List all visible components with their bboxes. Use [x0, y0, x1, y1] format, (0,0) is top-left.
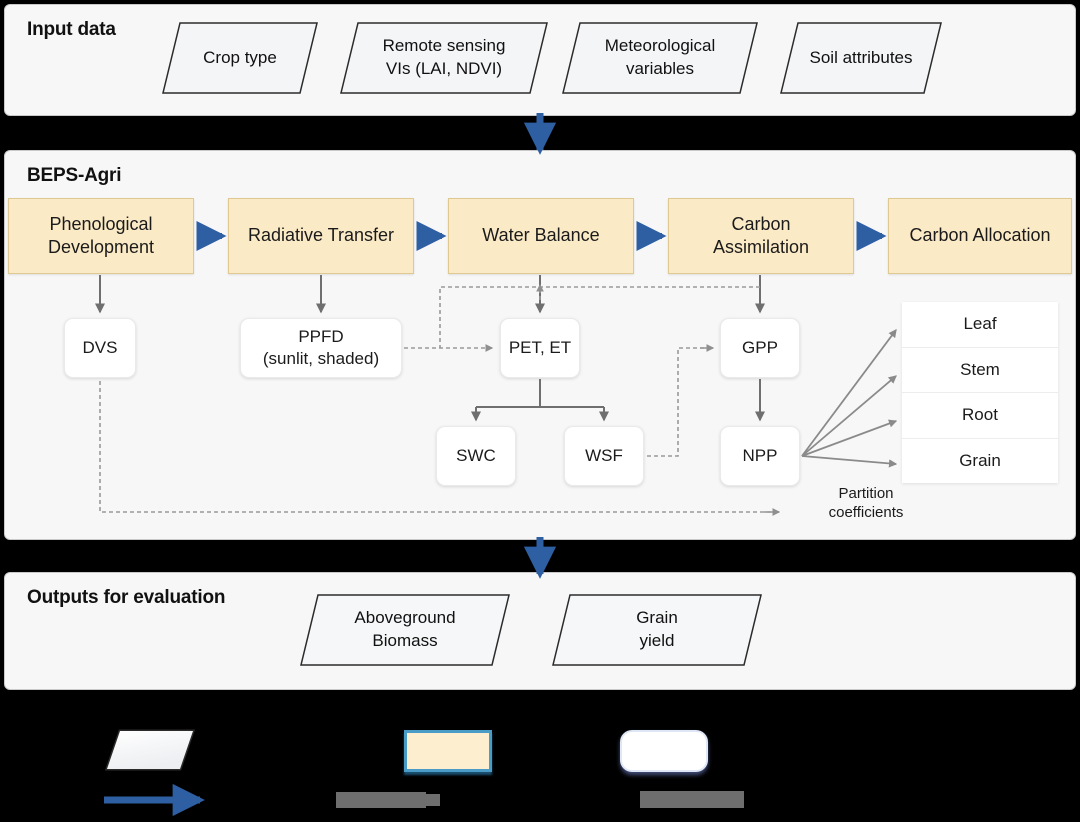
- process-radiative-transfer-line1: Radiative Transfer: [247, 225, 395, 246]
- partition-row-grain: Grain: [902, 438, 1058, 483]
- outputs-panel: Outputs for evaluation: [4, 572, 1076, 690]
- legend-data-shape: [104, 728, 196, 772]
- variable-wsf: WSF: [564, 426, 644, 486]
- legend-gray-label-bar: [640, 791, 744, 808]
- input-meteorological-line1: Meteorological: [604, 36, 716, 56]
- partition-coefficients-annotation: Partition coefficients: [796, 484, 936, 522]
- input-remote-sensing-line1: Remote sensing: [382, 36, 506, 56]
- variable-ppfd-line2: (sunlit, shaded): [262, 349, 380, 368]
- legend-process-shape: [404, 730, 492, 772]
- process-phenological-development: Phenological Development: [8, 198, 194, 274]
- variable-npp-line1: NPP: [742, 445, 778, 465]
- process-carbon-assimilation: Carbon Assimilation: [668, 198, 854, 274]
- process-phenological-development-line1: Phenological: [49, 213, 153, 234]
- variable-ppfd: PPFD (sunlit, shaded): [240, 318, 402, 378]
- partition-coefficients-line2: coefficients: [828, 504, 904, 522]
- input-remote-sensing: Remote sensing VIs (LAI, NDVI): [340, 22, 548, 94]
- variable-dvs: DVS: [64, 318, 136, 378]
- input-soil-attributes: Soil attributes: [780, 22, 942, 94]
- input-meteorological-label: Meteorological variables: [562, 22, 758, 94]
- output-aboveground-biomass: Aboveground Biomass: [300, 594, 510, 666]
- process-carbon-allocation: Carbon Allocation: [888, 198, 1072, 274]
- input-soil-attributes-label: Soil attributes: [809, 47, 913, 67]
- legend-variable-shape: [620, 730, 708, 772]
- process-carbon-assimilation-line2: Assimilation: [712, 237, 810, 257]
- variable-wsf-line1: WSF: [585, 445, 623, 465]
- output-grain-yield-line1: Grain: [636, 608, 678, 628]
- variable-swc: SWC: [436, 426, 516, 486]
- partition-row-root: Root: [902, 393, 1058, 439]
- process-carbon-assimilation-line1: Carbon: [731, 213, 791, 234]
- legend-dashed-line-label-bar-2: [336, 794, 440, 806]
- variable-dvs-line1: DVS: [82, 337, 118, 357]
- partition-row-stem: Stem: [902, 347, 1058, 393]
- input-remote-sensing-line2: VIs (LAI, NDVI): [385, 59, 503, 78]
- beps-agri-title: BEPS-Agri: [27, 165, 122, 186]
- partition-coefficients-line1: Partition: [838, 485, 894, 502]
- input-data-title: Input data: [27, 19, 116, 40]
- variable-npp: NPP: [720, 426, 800, 486]
- output-grain-yield-label: Grain yield: [552, 594, 762, 666]
- variable-gpp: GPP: [720, 318, 800, 378]
- variable-pet-et-line1: PET, ET: [508, 337, 572, 357]
- variable-pet-et: PET, ET: [500, 318, 580, 378]
- partition-row-leaf: Leaf: [902, 302, 1058, 348]
- outputs-title: Outputs for evaluation: [27, 587, 226, 608]
- input-meteorological: Meteorological variables: [562, 22, 758, 94]
- variable-swc-line1: SWC: [456, 445, 496, 465]
- input-remote-sensing-label: Remote sensing VIs (LAI, NDVI): [340, 22, 548, 94]
- process-water-balance-line1: Water Balance: [482, 225, 600, 246]
- output-aboveground-biomass-label: Aboveground Biomass: [300, 594, 510, 666]
- output-grain-yield-line2: yield: [639, 631, 675, 650]
- input-meteorological-line2: variables: [625, 59, 695, 78]
- process-carbon-allocation-line1: Carbon Allocation: [909, 225, 1051, 246]
- variable-ppfd-line1: PPFD: [298, 326, 344, 346]
- process-phenological-development-line2: Development: [47, 237, 155, 257]
- output-grain-yield: Grain yield: [552, 594, 762, 666]
- partition-target-table: Leaf Stem Root Grain: [902, 302, 1058, 483]
- process-water-balance: Water Balance: [448, 198, 634, 274]
- variable-gpp-line1: GPP: [742, 337, 778, 357]
- output-aboveground-biomass-line1: Aboveground: [354, 608, 456, 628]
- process-radiative-transfer: Radiative Transfer: [228, 198, 414, 274]
- input-crop-type: Crop type: [162, 22, 318, 94]
- input-crop-type-label: Crop type: [203, 47, 277, 67]
- output-aboveground-biomass-line2: Biomass: [372, 631, 438, 650]
